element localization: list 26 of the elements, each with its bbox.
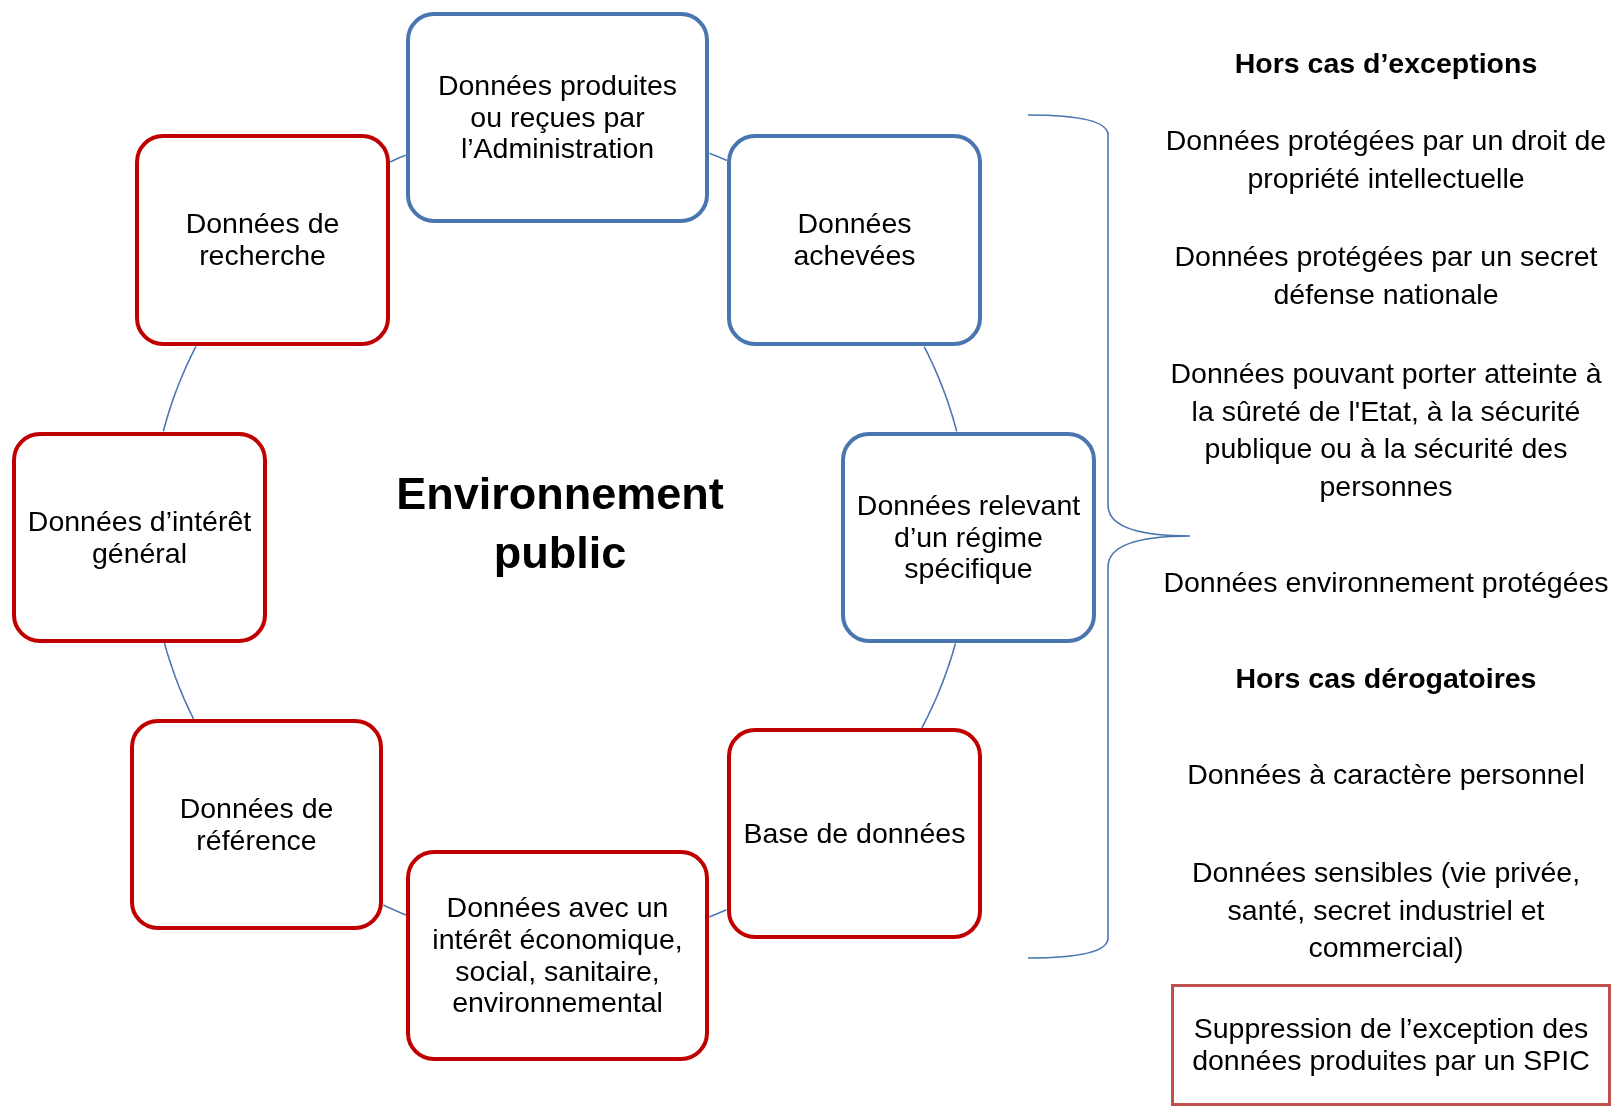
rounded-box: Données achevées [727, 134, 982, 346]
connector-arc [382, 904, 407, 916]
diagram-title: Environnement public [395, 467, 725, 580]
connector-arc [923, 345, 958, 433]
connector-arc [708, 908, 728, 918]
section-heading: Hors cas d’exceptions [1233, 46, 1539, 82]
rounded-box: Données produites ou reçues par l’Administration [406, 12, 709, 223]
note-text: Données protégées par un secret défense nationale [1173, 239, 1599, 312]
connector-arc [162, 345, 197, 433]
rounded-box: Base de données [727, 728, 982, 939]
connector-arc [708, 152, 728, 162]
note-text: Données environnement protégées [1162, 565, 1610, 601]
note-text: Données protégées par un droit de propriété intellectuelle [1164, 123, 1608, 196]
rounded-box: Données avec un intérêt économique, social, sanitaire, environnemental [406, 850, 709, 1061]
connector-arc [389, 154, 407, 163]
rounded-box: Données de recherche [135, 134, 390, 346]
connector-arc [921, 642, 957, 729]
rounded-box: Données d’intérêt général [12, 432, 267, 643]
rounded-box: Données relevant d’un régime spécifique [841, 432, 1096, 643]
section-heading: Hors cas dérogatoires [1234, 661, 1538, 697]
note-box: Suppression de l’exception des données produites par un SPIC [1171, 984, 1611, 1106]
connector-arc [163, 642, 195, 720]
note-text: Données à caractère personnel [1186, 757, 1586, 793]
note-text: Données pouvant porter atteinte à la sûreté de l'Etat, à la sécurité publique ou à la sécurité des personnes [1169, 355, 1603, 504]
rounded-box: Données de référence [130, 719, 383, 930]
note-text: Données sensibles (vie privée, santé, secret industriel et commercial) [1190, 854, 1582, 965]
